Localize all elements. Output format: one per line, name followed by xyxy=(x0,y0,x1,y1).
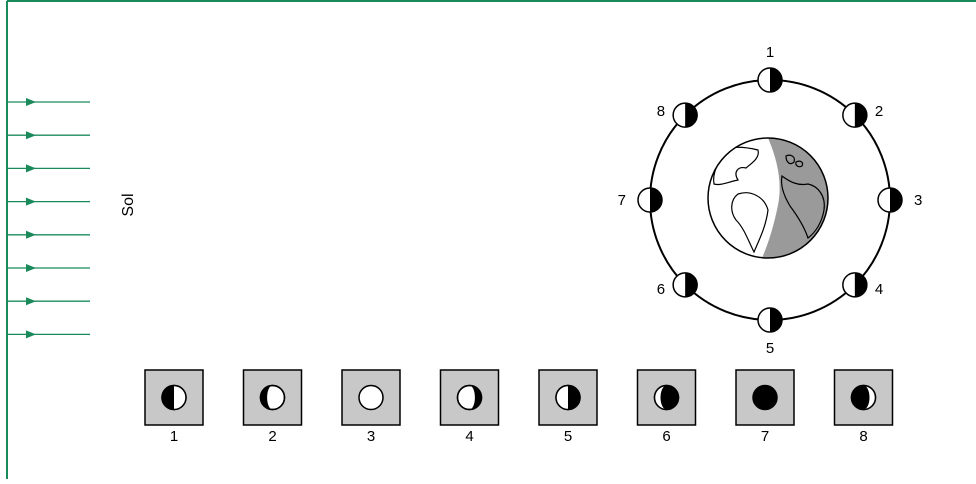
orbit-position-label: 6 xyxy=(657,281,665,298)
moon-phase-icon xyxy=(161,384,187,411)
orbit-moon-icon xyxy=(842,272,868,298)
orbit-moon-icon xyxy=(757,307,783,333)
phase-number-label: 4 xyxy=(465,428,473,445)
sun-ray-arrow xyxy=(8,297,90,306)
sun-ray-arrow xyxy=(8,330,90,339)
sun-label: Sol xyxy=(120,193,137,216)
phase-box: 3 xyxy=(341,369,401,445)
sun-ray-arrow xyxy=(8,264,90,272)
moon-phase-icon xyxy=(653,384,680,411)
orbit-moon-icon xyxy=(672,272,698,298)
sun-ray-arrow xyxy=(8,197,90,206)
phase-box: 7 xyxy=(735,369,795,445)
earth-icon xyxy=(707,137,829,259)
sun-ray-arrow xyxy=(8,131,90,140)
moon-phase-icon xyxy=(358,384,384,411)
moon-phase-icon xyxy=(752,384,778,411)
orbit-labels: 1 2 3 4 5 6 7 8 xyxy=(618,44,923,357)
orbit-position-label: 5 xyxy=(766,340,774,357)
orbit-position-label: 7 xyxy=(618,192,626,209)
phase-number-label: 1 xyxy=(170,428,178,445)
orbit-moon-icon xyxy=(637,187,663,213)
orbit-position-label: 8 xyxy=(657,103,665,120)
phase-box: 8 xyxy=(833,369,894,445)
moon-phase-icon xyxy=(456,384,483,411)
phase-number-label: 5 xyxy=(564,428,572,445)
moon-phase-icon xyxy=(259,384,286,411)
orbit-position-label: 1 xyxy=(766,44,774,61)
continents-outline xyxy=(713,146,825,254)
phase-boxes: 1 2 3 4 5 6 7 8 xyxy=(144,369,894,445)
orbit-moon-icon xyxy=(877,187,903,213)
orbit-position-label: 3 xyxy=(914,192,922,209)
phase-box: 1 xyxy=(144,369,204,445)
phase-box: 4 xyxy=(439,369,500,445)
phase-number-label: 8 xyxy=(859,428,867,445)
phase-number-label: 6 xyxy=(662,428,670,445)
sun-ray-arrow xyxy=(8,164,90,173)
phase-number-label: 2 xyxy=(268,428,276,445)
orbit-moon-icon xyxy=(672,102,698,128)
orbit-moons xyxy=(637,67,903,333)
sun-ray-arrow xyxy=(8,98,90,106)
orbit-position-label: 2 xyxy=(875,103,883,120)
orbit-moon-icon xyxy=(842,102,868,128)
moon-phase-icon xyxy=(555,384,581,411)
phase-box: 5 xyxy=(538,369,598,445)
phase-box: 2 xyxy=(242,369,303,445)
orbit-moon-icon xyxy=(757,67,783,93)
orbit-position-label: 4 xyxy=(875,281,883,298)
phase-number-label: 7 xyxy=(761,428,769,445)
sun-ray-arrow xyxy=(8,230,90,239)
moon-phase-icon xyxy=(850,384,877,411)
phase-number-label: 3 xyxy=(367,428,375,445)
phase-box: 6 xyxy=(636,369,697,445)
sun-rays xyxy=(8,98,90,339)
